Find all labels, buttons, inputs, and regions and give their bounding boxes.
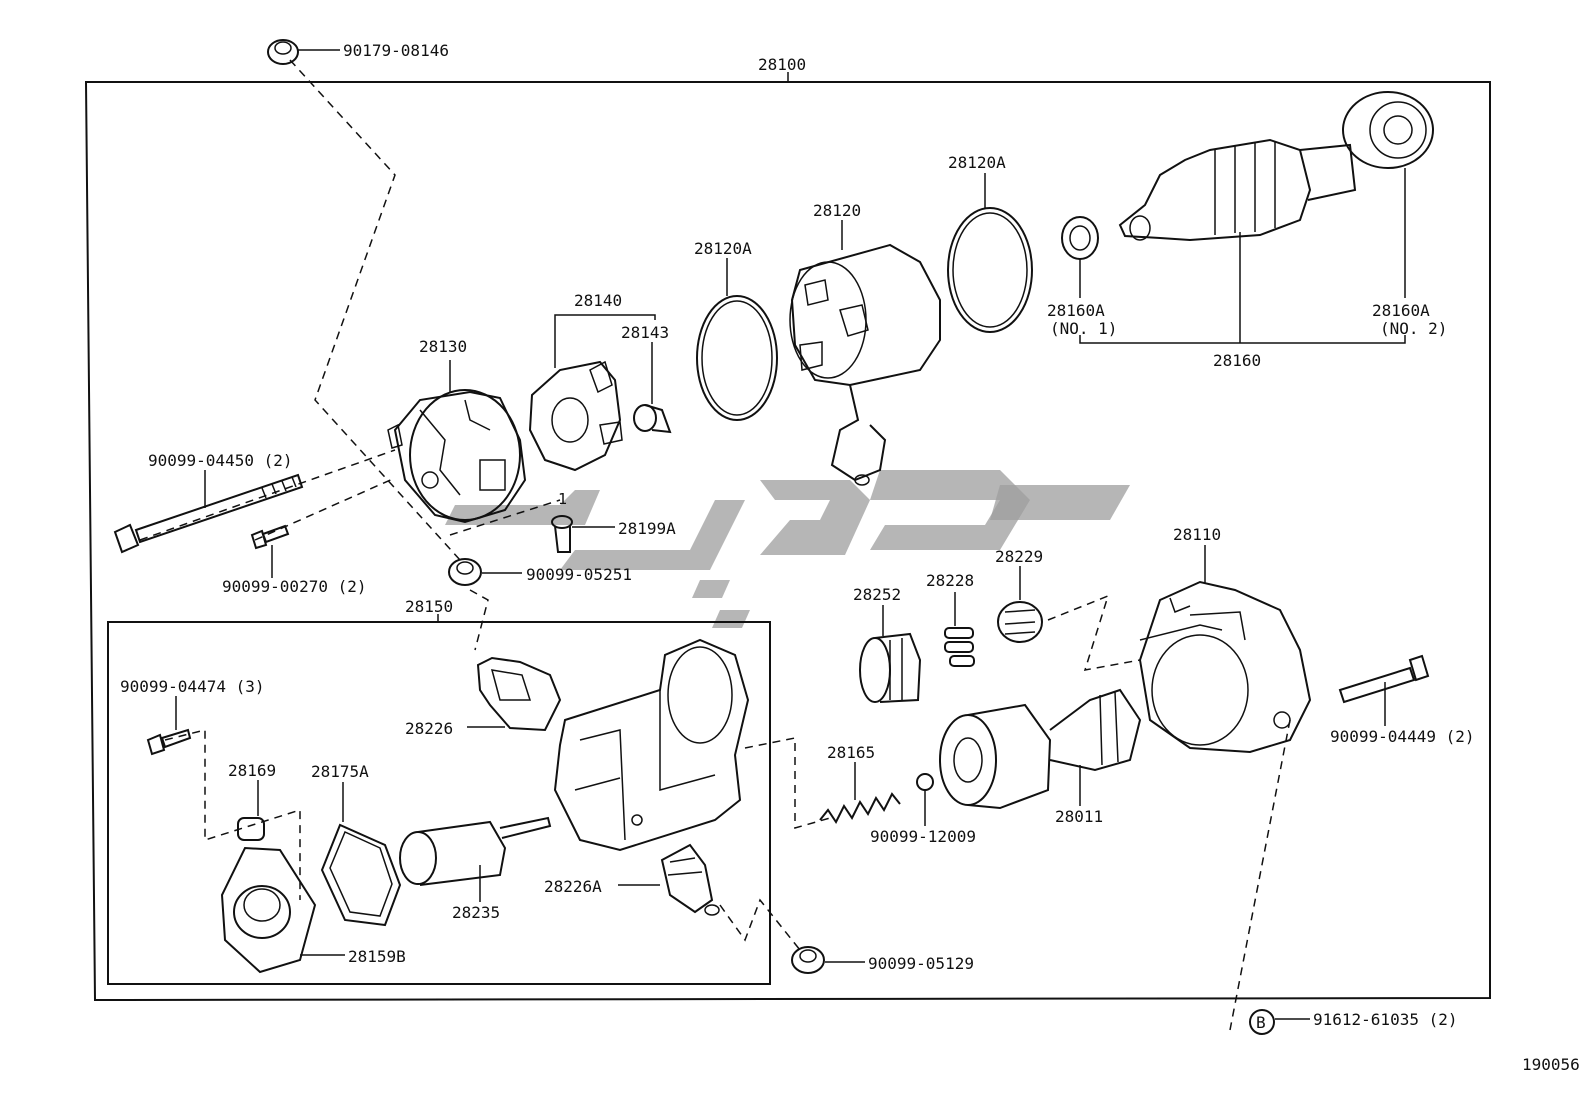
label-90099-04474: 90099-04474 (3)	[120, 677, 265, 696]
part-28160A-bearing-no1[interactable]	[1061, 216, 1099, 298]
label-28143: 28143	[621, 323, 669, 342]
label-90099-04449: 90099-04449 (2)	[1330, 727, 1475, 746]
part-28130-end-frame[interactable]	[387, 360, 527, 524]
label-28160A-no1: 28160A	[1047, 301, 1105, 320]
part-28143-bushing[interactable]	[633, 342, 672, 434]
assembly-guide-lines	[139, 59, 1291, 1031]
part-28252-gear[interactable]	[859, 605, 922, 703]
label-28160: 28160	[1213, 351, 1261, 370]
label-28120A-right: 28120A	[948, 153, 1006, 172]
label-91612-61035: 91612-61035 (2)	[1313, 1010, 1458, 1029]
part-90099-04449-bolt[interactable]	[1338, 654, 1430, 726]
part-28228-rollers[interactable]	[944, 592, 975, 667]
part-28235-plunger[interactable]	[399, 816, 552, 902]
label-28160A-no2-note: (NO. 2)	[1380, 319, 1447, 338]
label-28160A-no1-note: (NO. 1)	[1050, 319, 1117, 338]
label-28160A-no2: 28160A	[1372, 301, 1430, 320]
part-28159B-end-cover[interactable]	[220, 846, 345, 974]
label-90099-05129: 90099-05129	[868, 954, 974, 973]
label-28120: 28120	[813, 201, 861, 220]
label-28226A: 28226A	[544, 877, 602, 896]
part-90099-12009-ball[interactable]	[916, 773, 934, 826]
part-28226-contact-plate[interactable]	[467, 656, 562, 732]
sub-assembly-frame: 28150	[107, 597, 771, 985]
part-28140-brush-holder[interactable]	[528, 314, 656, 472]
label-28165: 28165	[827, 743, 875, 762]
part-90099-04450-thru-bolt[interactable]	[113, 470, 304, 554]
assembly-label: 28100	[758, 55, 806, 74]
part-28120A-o-ring-right[interactable]	[947, 173, 1033, 333]
label-28228: 28228	[926, 571, 974, 590]
label-28120A-left: 28120A	[694, 239, 752, 258]
circle-ref-b: B	[1249, 1009, 1310, 1035]
part-28120A-o-ring-left[interactable]	[696, 258, 778, 421]
part-28120-yoke[interactable]	[789, 220, 941, 486]
label-28140: 28140	[574, 291, 622, 310]
label-90099-04450: 90099-04450 (2)	[148, 451, 293, 470]
label-90179-08146: 90179-08146	[343, 41, 449, 60]
part-28169-cap[interactable]	[237, 780, 265, 841]
part-28175A-gasket[interactable]	[320, 782, 402, 927]
part-28226A-terminal[interactable]	[618, 843, 720, 916]
part-28229[interactable]	[997, 566, 1043, 643]
assembly-frame: 28100	[84, 55, 1491, 1002]
circle-ref-letter: B	[1256, 1013, 1266, 1032]
label-28159B: 28159B	[348, 947, 406, 966]
part-28160A-bearing-no2[interactable]	[1342, 91, 1434, 298]
label-28199A-index: 1	[558, 490, 567, 508]
label-28252: 28252	[853, 585, 901, 604]
label-28130: 28130	[419, 337, 467, 356]
label-28110: 28110	[1173, 525, 1221, 544]
label-28169: 28169	[228, 761, 276, 780]
label-90099-05251: 90099-05251	[526, 565, 632, 584]
label-28011: 28011	[1055, 807, 1103, 826]
part-90099-05251-nut[interactable]	[448, 558, 522, 586]
label-28199A: 28199A	[618, 519, 676, 538]
part-90099-00270-screw[interactable]	[250, 524, 290, 578]
sub-assembly-label: 28150	[405, 597, 453, 616]
label-90099-12009: 90099-12009	[870, 827, 976, 846]
part-90099-04474-screw[interactable]	[146, 696, 192, 756]
part-28165-spring[interactable]	[819, 762, 901, 824]
label-28235: 28235	[452, 903, 500, 922]
part-28199A-terminal-screw[interactable]	[551, 515, 615, 553]
part-28011-clutch[interactable]	[939, 688, 1142, 810]
part-magnetic-switch-housing[interactable]	[553, 638, 750, 852]
figure-number: 190056	[1522, 1055, 1580, 1074]
label-28226: 28226	[405, 719, 453, 738]
watermark-logo	[445, 470, 1130, 628]
label-28229: 28229	[995, 547, 1043, 566]
label-28175A: 28175A	[311, 762, 369, 781]
part-28160-armature[interactable]	[1079, 138, 1406, 344]
part-90179-08146-nut[interactable]	[267, 39, 340, 65]
part-28110-drive-housing[interactable]	[1138, 545, 1312, 754]
part-90099-05129-nut[interactable]	[791, 946, 865, 974]
label-90099-00270: 90099-00270 (2)	[222, 577, 367, 596]
